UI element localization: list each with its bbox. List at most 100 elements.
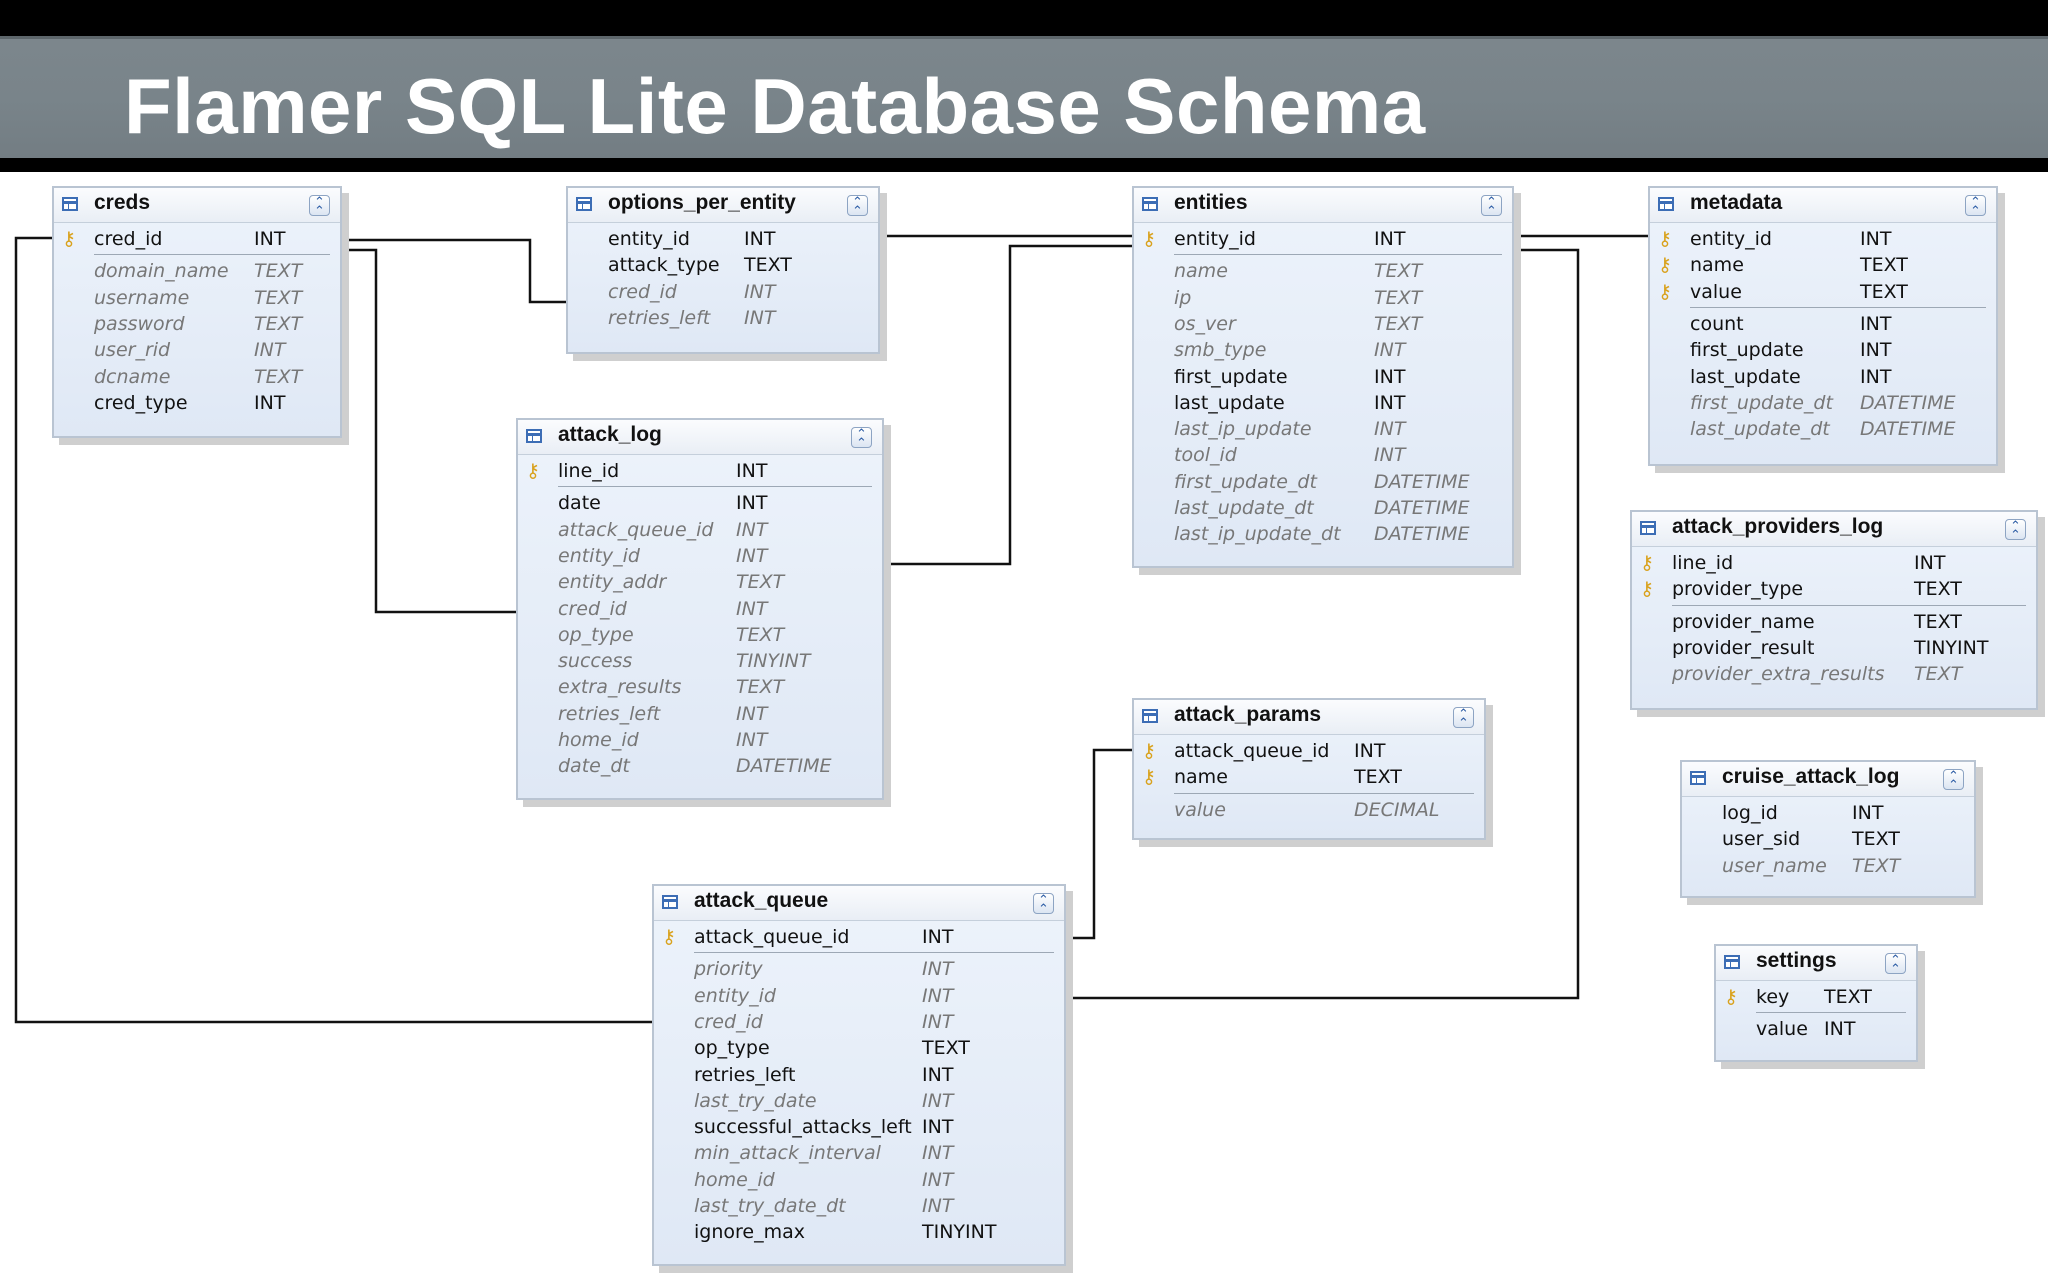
table-header[interactable]: creds⌃⌃ <box>54 188 340 223</box>
collapse-chevron-icon[interactable]: ⌃⌃ <box>1453 707 1474 730</box>
collapse-chevron-icon[interactable]: ⌃⌃ <box>1965 195 1986 218</box>
field-name: first_update_dt <box>1690 391 1833 414</box>
collapse-chevron-icon[interactable]: ⌃⌃ <box>851 427 872 450</box>
table-header[interactable]: attack_providers_log⌃⌃ <box>1632 512 2036 547</box>
collapse-chevron-icon[interactable]: ⌃⌃ <box>1033 893 1054 916</box>
table-header[interactable]: attack_params⌃⌃ <box>1134 700 1484 735</box>
collapse-chevron-icon[interactable]: ⌃⌃ <box>1885 953 1906 976</box>
table-header[interactable]: options_per_entity⌃⌃ <box>568 188 878 223</box>
table-header[interactable]: attack_queue⌃⌃ <box>654 886 1064 921</box>
collapse-chevron-icon[interactable]: ⌃⌃ <box>2005 519 2026 542</box>
table-header[interactable]: entities⌃⌃ <box>1134 188 1512 223</box>
collapse-chevron-icon[interactable]: ⌃⌃ <box>1943 769 1964 792</box>
collapse-chevron-icon[interactable]: ⌃⌃ <box>1481 195 1502 218</box>
table-header[interactable]: metadata⌃⌃ <box>1650 188 1996 223</box>
rel-creds-attack-log <box>340 248 516 614</box>
table-header[interactable]: cruise_attack_log⌃⌃ <box>1682 762 1974 797</box>
table-header[interactable]: settings⌃⌃ <box>1716 946 1916 981</box>
table-header[interactable]: attack_log⌃⌃ <box>518 420 882 455</box>
collapse-chevron-icon[interactable]: ⌃⌃ <box>847 195 868 218</box>
collapse-chevron-icon[interactable]: ⌃⌃ <box>309 195 330 218</box>
